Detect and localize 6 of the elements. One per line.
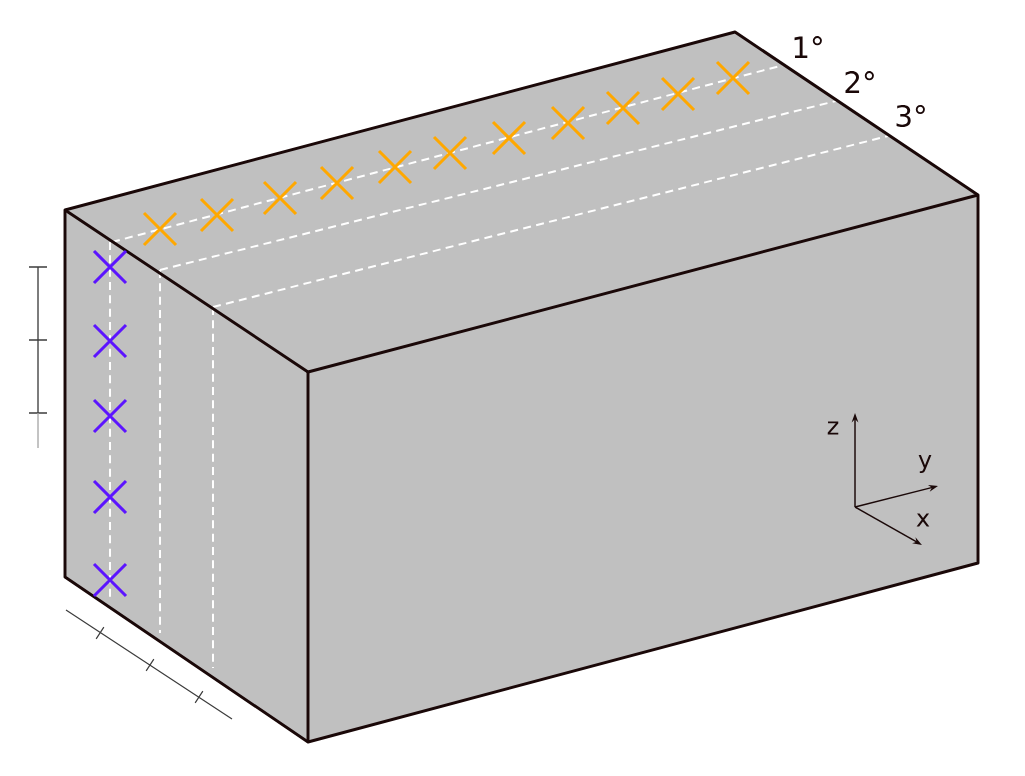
- line-label: 2°: [845, 71, 874, 93]
- axis-label: z: [827, 421, 839, 435]
- line-label: 3°: [896, 104, 925, 128]
- axis-label: x: [916, 513, 930, 527]
- axis-label: y: [918, 454, 932, 474]
- line-label: 1°: [794, 36, 822, 58]
